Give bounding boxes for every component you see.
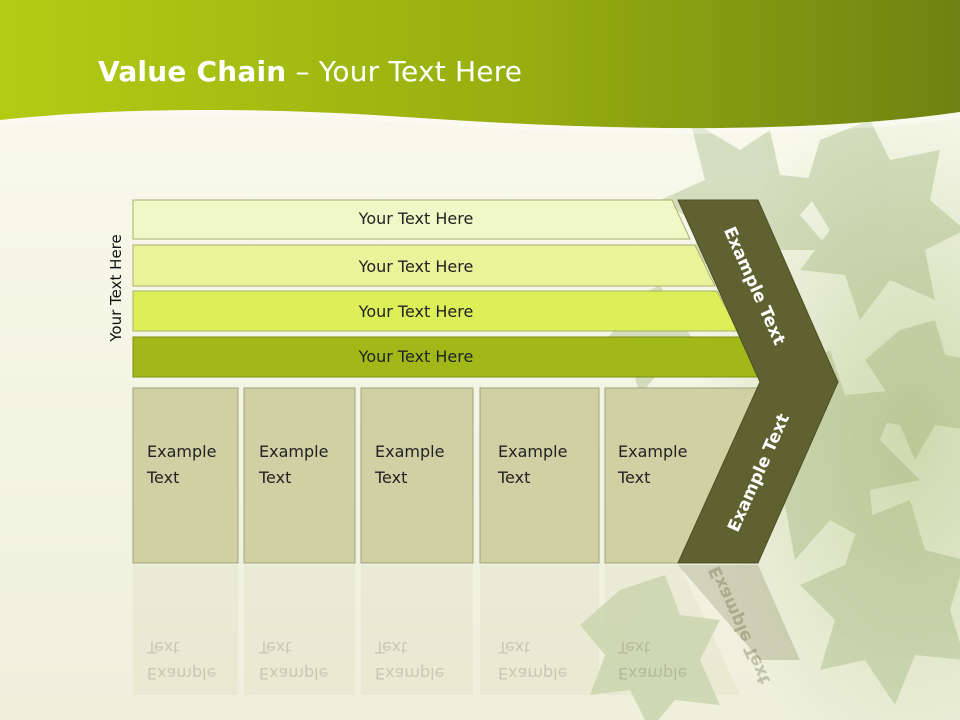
margin-chevron [677,199,839,564]
bar-label: Your Text Here [358,209,474,228]
title-bold: Value Chain [98,55,287,88]
cell-reflections [133,565,740,695]
slide-title: Value Chain – Your Text Here [98,55,522,88]
support-activities-label: Your Text Here [107,234,125,342]
header-band [0,0,960,129]
activity-cells [132,387,761,564]
bar-label: Your Text Here [358,257,474,276]
support-bar [132,199,691,240]
title-rest: – Your Text Here [286,55,523,88]
support-bar [132,244,716,287]
bar-label: Your Text Here [358,302,474,321]
bar-label: Your Text Here [358,347,474,366]
